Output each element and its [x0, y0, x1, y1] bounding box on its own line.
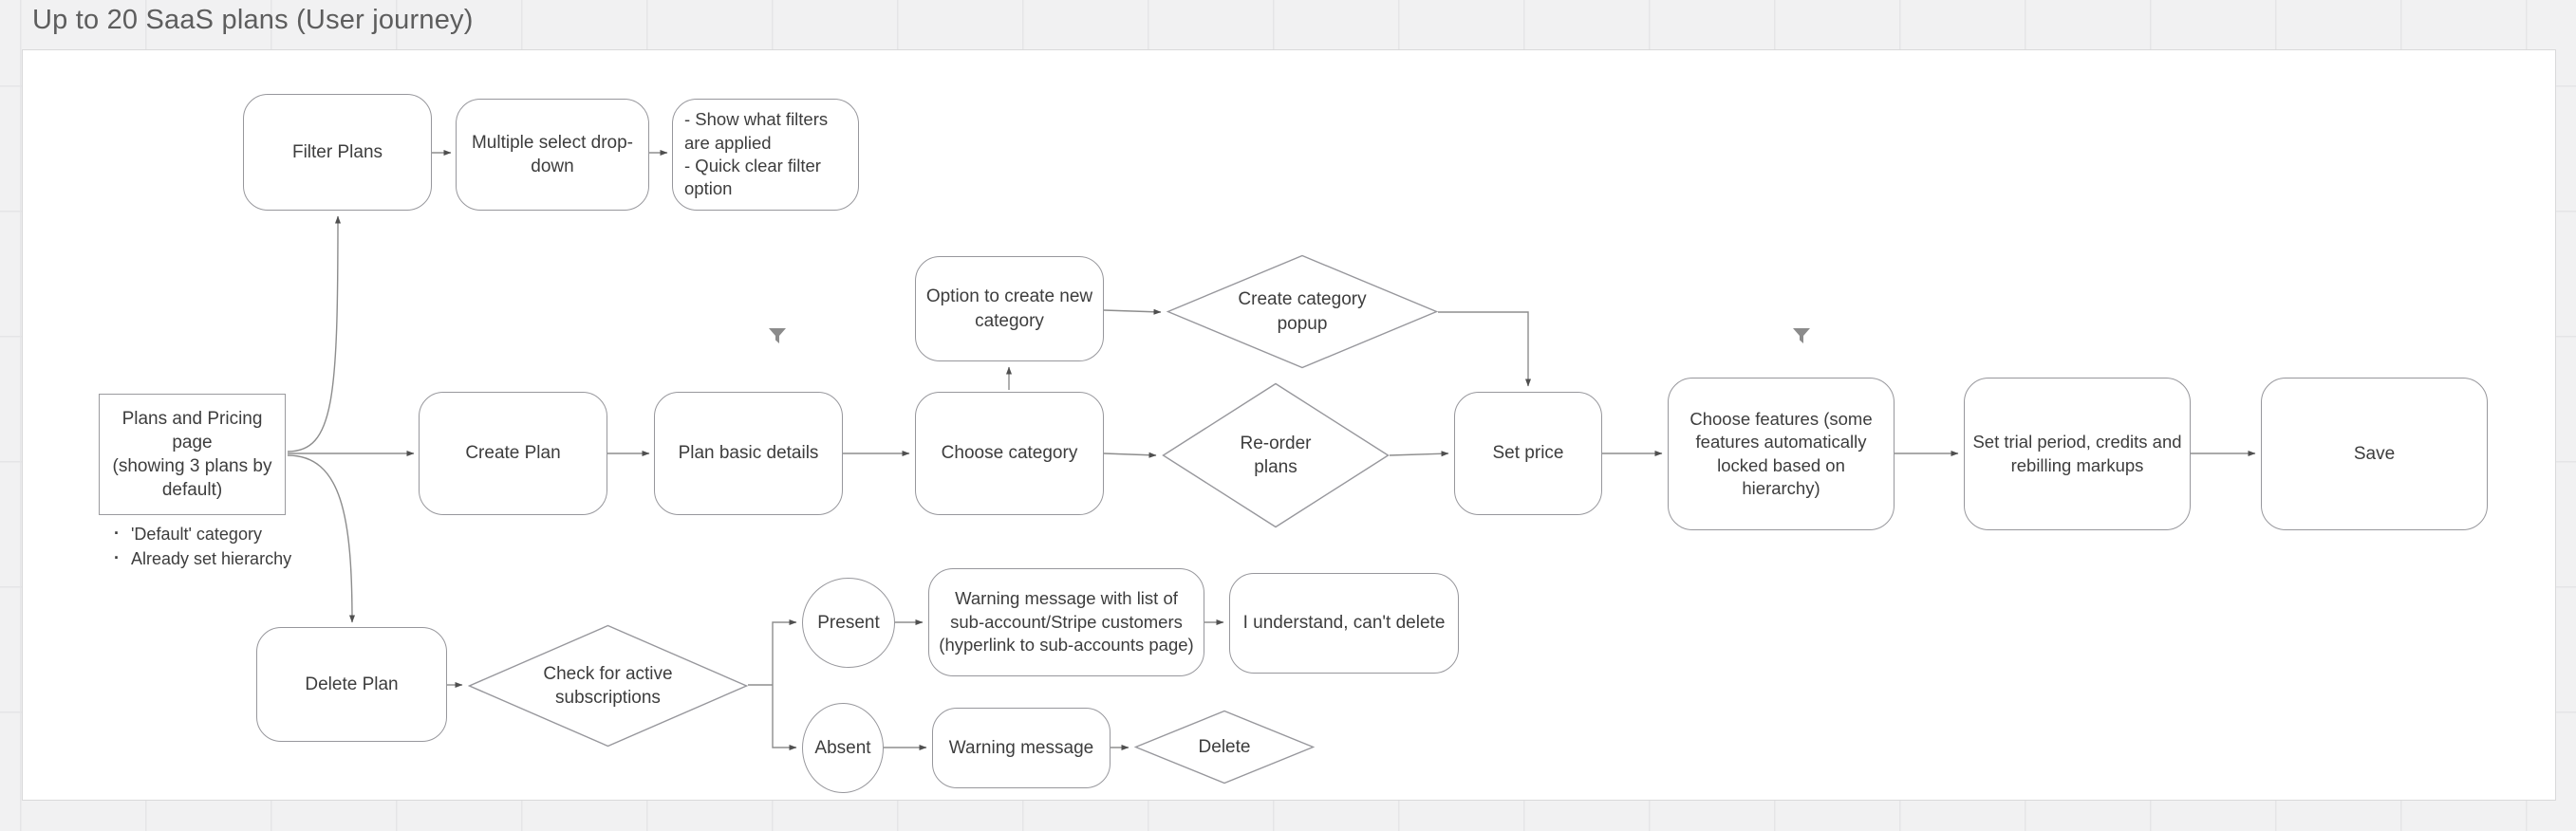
node-warning-message[interactable]: Warning message	[932, 708, 1111, 788]
node-set-trial-period[interactable]: Set trial period, credits and rebilling …	[1964, 378, 2191, 530]
node-multiple-select-dropdown-label: Multiple select drop-down	[471, 132, 634, 176]
node-create-plan-label: Create Plan	[465, 443, 561, 464]
node-filter-plans-label: Filter Plans	[291, 141, 383, 162]
node-set-price[interactable]: Set price	[1454, 392, 1602, 515]
node-set-price-label: Set price	[1492, 443, 1564, 464]
node-warning-with-list-label: Warning message with list of sub-account…	[939, 588, 1194, 656]
diamond-shape	[1134, 710, 1315, 785]
node-reorder-plans-label: Re-order plans	[1240, 433, 1312, 477]
bullet-item: Already set hierarchy	[106, 545, 372, 571]
node-plan-basic-details-label: Plan basic details	[678, 443, 819, 464]
node-present[interactable]: Present	[802, 578, 895, 668]
node-filter-plans[interactable]: Filter Plans	[243, 94, 432, 211]
diamond-shape	[1167, 254, 1438, 369]
node-choose-features[interactable]: Choose features (some features automatic…	[1668, 378, 1895, 530]
node-create-plan[interactable]: Create Plan	[419, 392, 607, 515]
filter-funnel-icon	[769, 328, 786, 343]
node-create-category-popup[interactable]: Create category popup	[1167, 254, 1438, 369]
node-set-trial-period-label: Set trial period, credits and rebilling …	[1972, 432, 2182, 475]
node-plans-pricing-page-label: Plans and Pricing page (showing 3 plans …	[112, 408, 272, 501]
node-filter-notes[interactable]: - Show what filters are applied - Quick …	[672, 99, 859, 211]
node-warning-with-list[interactable]: Warning message with list of sub-account…	[928, 568, 1204, 676]
node-option-new-category[interactable]: Option to create new category	[915, 256, 1104, 361]
bullet-item: 'Default' category	[106, 521, 372, 546]
node-choose-category-label: Choose category	[941, 443, 1078, 464]
node-reorder-plans[interactable]: Re-order plans	[1162, 382, 1390, 528]
diamond-shape	[1162, 382, 1390, 528]
page-title[interactable]: Up to 20 SaaS plans (User journey)	[32, 5, 474, 35]
node-create-category-popup-label: Create category popup	[1238, 289, 1367, 334]
node-check-active-subscriptions[interactable]: Check for active subscriptions	[468, 624, 748, 748]
node-present-label: Present	[817, 612, 880, 633]
node-delete-plan[interactable]: Delete Plan	[256, 627, 447, 742]
diamond-shape	[468, 624, 748, 748]
node-absent[interactable]: Absent	[802, 703, 884, 793]
node-multiple-select-dropdown[interactable]: Multiple select drop-down	[456, 99, 649, 211]
node-delete-plan-label: Delete Plan	[305, 674, 399, 694]
node-absent-label: Absent	[814, 737, 871, 758]
node-check-active-subscriptions-label: Check for active subscriptions	[543, 663, 673, 708]
node-plans-pricing-page[interactable]: Plans and Pricing page (showing 3 plans …	[99, 394, 286, 515]
node-plan-basic-details[interactable]: Plan basic details	[654, 392, 843, 515]
node-warning-message-label: Warning message	[948, 737, 1094, 758]
node-i-understand[interactable]: I understand, can't delete	[1229, 573, 1459, 674]
node-choose-category[interactable]: Choose category	[915, 392, 1104, 515]
node-delete[interactable]: Delete	[1134, 710, 1315, 785]
node-choose-features-label: Choose features (some features automatic…	[1689, 408, 1873, 498]
filter-funnel-icon	[1793, 328, 1810, 343]
node-save[interactable]: Save	[2261, 378, 2488, 530]
node-delete-label: Delete	[1198, 736, 1251, 757]
plans-pricing-bullet-list[interactable]: 'Default' category Already set hierarchy	[106, 521, 372, 571]
node-filter-notes-label: - Show what filters are applied - Quick …	[684, 109, 829, 199]
node-i-understand-label: I understand, can't delete	[1242, 613, 1446, 634]
node-option-new-category-label: Option to create new category	[925, 286, 1093, 331]
node-save-label: Save	[2353, 443, 2396, 464]
